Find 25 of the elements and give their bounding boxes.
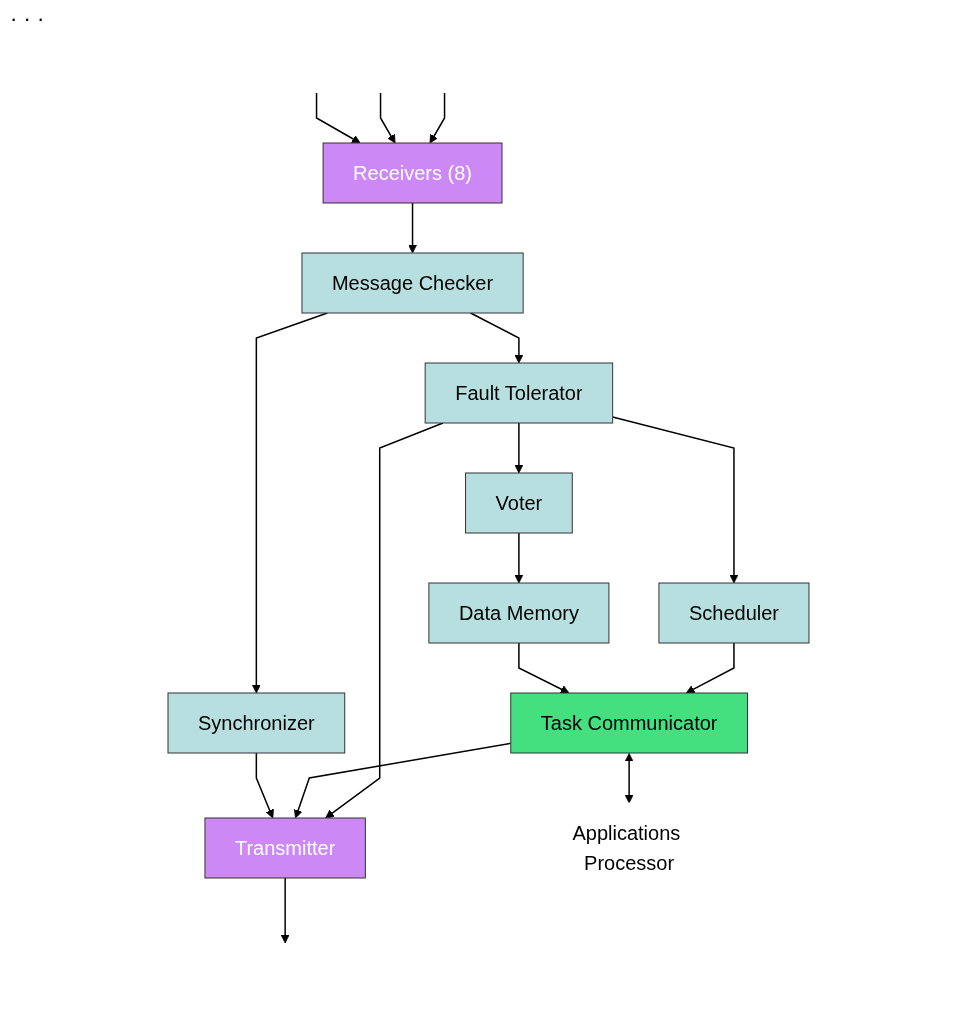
node-box: Synchronizer: [167, 692, 345, 754]
arrow: [379, 92, 395, 144]
node-box: Transmitter: [203, 817, 366, 879]
node-box: Scheduler: [657, 582, 809, 644]
arrow: [280, 877, 290, 944]
arrow: [407, 202, 417, 254]
arrow: [611, 416, 738, 584]
node-box: Voter: [464, 472, 573, 534]
arrow: [514, 532, 523, 584]
node-box: Message Checker: [300, 252, 524, 314]
arrow: [685, 642, 735, 694]
ellipsis-note: · · ·: [10, 6, 45, 31]
node-box: Receivers (8): [322, 142, 502, 204]
node-box: Fault Tolerator: [424, 362, 613, 424]
arrow: [624, 753, 633, 804]
arrow: [514, 422, 523, 474]
arrow: [517, 642, 569, 694]
arrow: [315, 92, 361, 144]
node-box: Task Communicator: [509, 692, 748, 754]
arrow: [429, 92, 445, 144]
arrow: [293, 742, 511, 819]
arrow: [255, 752, 274, 819]
node-text: Applications Processor: [571, 822, 680, 874]
node-box: Data Memory: [427, 582, 609, 644]
arrow: [469, 312, 523, 364]
